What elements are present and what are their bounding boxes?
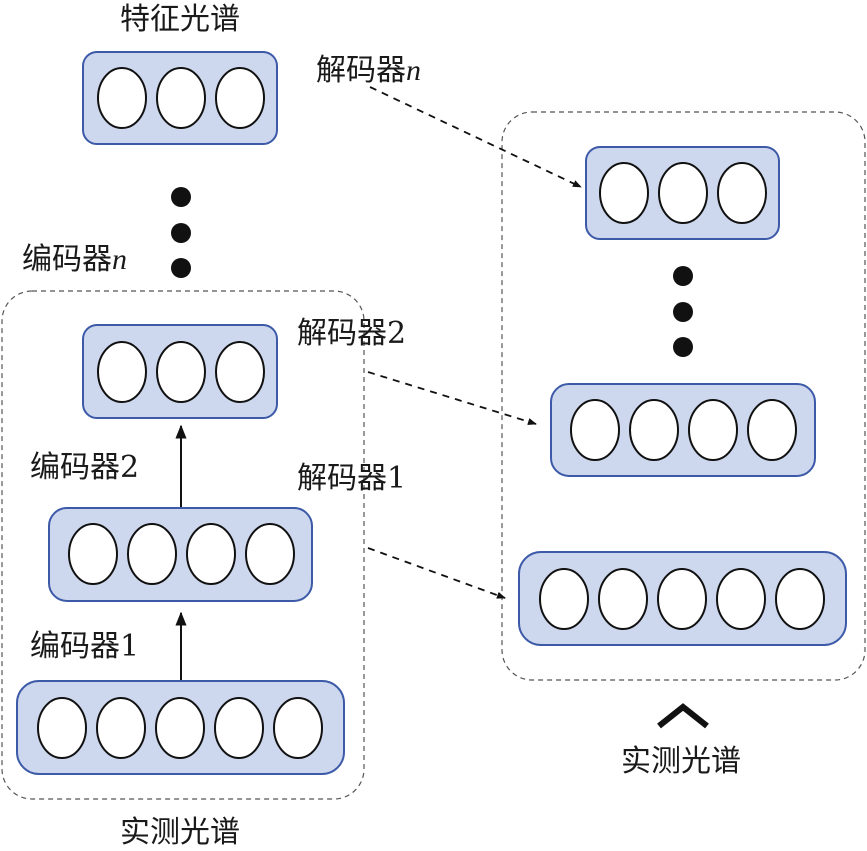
decoder-n-layer bbox=[585, 146, 780, 240]
encoder-n-prefix: 编码器 bbox=[22, 242, 112, 277]
dot bbox=[673, 337, 693, 357]
neuron bbox=[273, 697, 323, 759]
caret-up-icon bbox=[657, 703, 709, 729]
neuron bbox=[68, 523, 118, 585]
decoder-2-arrow bbox=[367, 371, 537, 426]
feature-spectrum-label: 特征光谱 bbox=[120, 2, 240, 37]
neuron bbox=[215, 67, 265, 129]
dot bbox=[171, 187, 191, 207]
decoder-output-layer bbox=[518, 551, 847, 646]
neuron bbox=[155, 697, 205, 759]
decoder-group-box bbox=[501, 111, 866, 681]
decoder-n-arrow bbox=[369, 86, 582, 188]
encoder-group-box bbox=[1, 290, 365, 800]
layer-container bbox=[48, 507, 313, 602]
neuron bbox=[539, 568, 589, 630]
neuron bbox=[245, 523, 295, 585]
measured-spectrum-label-right: 实测光谱 bbox=[621, 744, 741, 779]
neuron bbox=[688, 399, 738, 461]
neuron bbox=[186, 523, 236, 585]
neuron bbox=[775, 568, 825, 630]
neuron bbox=[717, 162, 767, 224]
dot bbox=[673, 302, 693, 322]
encoder-2-label: 编码器2 bbox=[30, 450, 139, 485]
encoder-hidden1-layer bbox=[48, 507, 313, 602]
encoder-n-label: 编码器n bbox=[22, 242, 127, 277]
dot bbox=[673, 266, 693, 286]
neuron bbox=[97, 67, 147, 129]
decoder-n-suffix: n bbox=[406, 54, 421, 87]
dot bbox=[171, 223, 191, 243]
neuron bbox=[629, 399, 679, 461]
decoder-1-label: 解码器1 bbox=[297, 461, 406, 496]
neuron bbox=[599, 162, 649, 224]
neuron bbox=[96, 697, 146, 759]
neuron bbox=[657, 568, 707, 630]
encoder-ellipsis-icon bbox=[171, 187, 191, 278]
neuron bbox=[747, 399, 797, 461]
neuron bbox=[215, 341, 265, 403]
decoder-2-label: 解码器2 bbox=[297, 316, 406, 351]
neuron bbox=[658, 162, 708, 224]
neuron bbox=[156, 67, 206, 129]
neuron bbox=[37, 697, 87, 759]
decoder-n-prefix: 解码器 bbox=[316, 53, 406, 88]
layer-container bbox=[550, 383, 816, 477]
decoder-1-arrow bbox=[367, 547, 506, 599]
neuron bbox=[214, 697, 264, 759]
encoder-hidden2-layer bbox=[82, 324, 278, 419]
decoder-ellipsis-icon bbox=[673, 266, 693, 357]
neuron bbox=[156, 341, 206, 403]
encoder-input-layer bbox=[16, 680, 345, 775]
encoder-1-label: 编码器1 bbox=[30, 629, 139, 664]
feature-spectrum-layer bbox=[82, 51, 278, 145]
neuron bbox=[570, 399, 620, 461]
neuron bbox=[716, 568, 766, 630]
neuron bbox=[598, 568, 648, 630]
decoder-hidden-layer bbox=[550, 383, 816, 477]
decoder-n-label: 解码器n bbox=[316, 53, 421, 88]
measured-spectrum-label-left: 实测光谱 bbox=[120, 815, 240, 850]
neuron bbox=[97, 341, 147, 403]
dot bbox=[171, 258, 191, 278]
neuron bbox=[127, 523, 177, 585]
encoder-n-suffix: n bbox=[112, 243, 127, 276]
